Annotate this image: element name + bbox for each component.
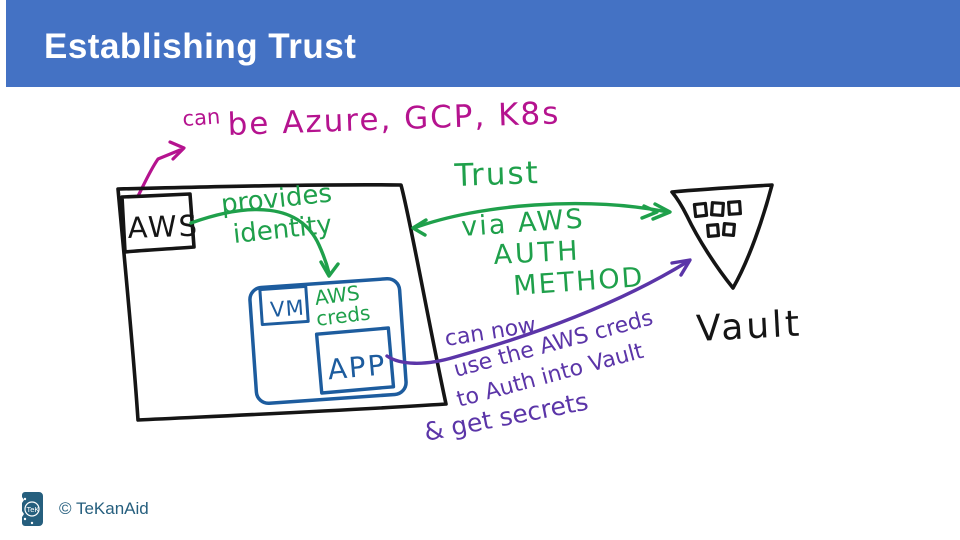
aws-label-box — [120, 192, 196, 254]
copyright-text: © TeKanAid — [59, 499, 149, 518]
cloud-alternatives-note: can be Azure, GCP, K8s — [182, 95, 561, 143]
vault-triangle — [670, 183, 774, 290]
app-label: APP — [326, 348, 388, 386]
vault-label: Vault — [695, 304, 803, 350]
auth-arrow — [385, 258, 692, 365]
vm-box: VM — [258, 284, 310, 327]
tekanaid-logo-icon: TeK — [22, 492, 43, 526]
svg-text:TeK: TeK — [27, 505, 40, 514]
header-bar: Establishing Trust — [6, 0, 960, 87]
trust-arrow — [411, 201, 672, 237]
alternatives-text: be Azure, GCP, K8s — [227, 95, 561, 143]
trust-via-line2: AUTH — [493, 235, 582, 271]
cloud-boundary-box — [116, 183, 448, 422]
aws-creds-label: AWS creds — [313, 281, 371, 331]
app-box: APP — [314, 326, 396, 395]
provides-identity-arrow — [189, 207, 340, 278]
can-text: can — [182, 104, 221, 131]
aws-label: AWS — [127, 209, 199, 245]
trust-title: Trust — [453, 155, 540, 194]
auth-note: can now use the AWS creds to Auth into V… — [422, 306, 656, 447]
vm-container-box — [248, 276, 408, 406]
trust-labels: Trust via AWS AUTH METHOD — [453, 155, 645, 302]
aws-creds-line1: AWS — [313, 281, 361, 310]
vault-logo-dots — [692, 199, 743, 239]
page-title: Establishing Trust — [44, 26, 357, 66]
vm-label: VM — [269, 296, 305, 322]
footer: TeK © TeKanAid — [20, 488, 149, 530]
